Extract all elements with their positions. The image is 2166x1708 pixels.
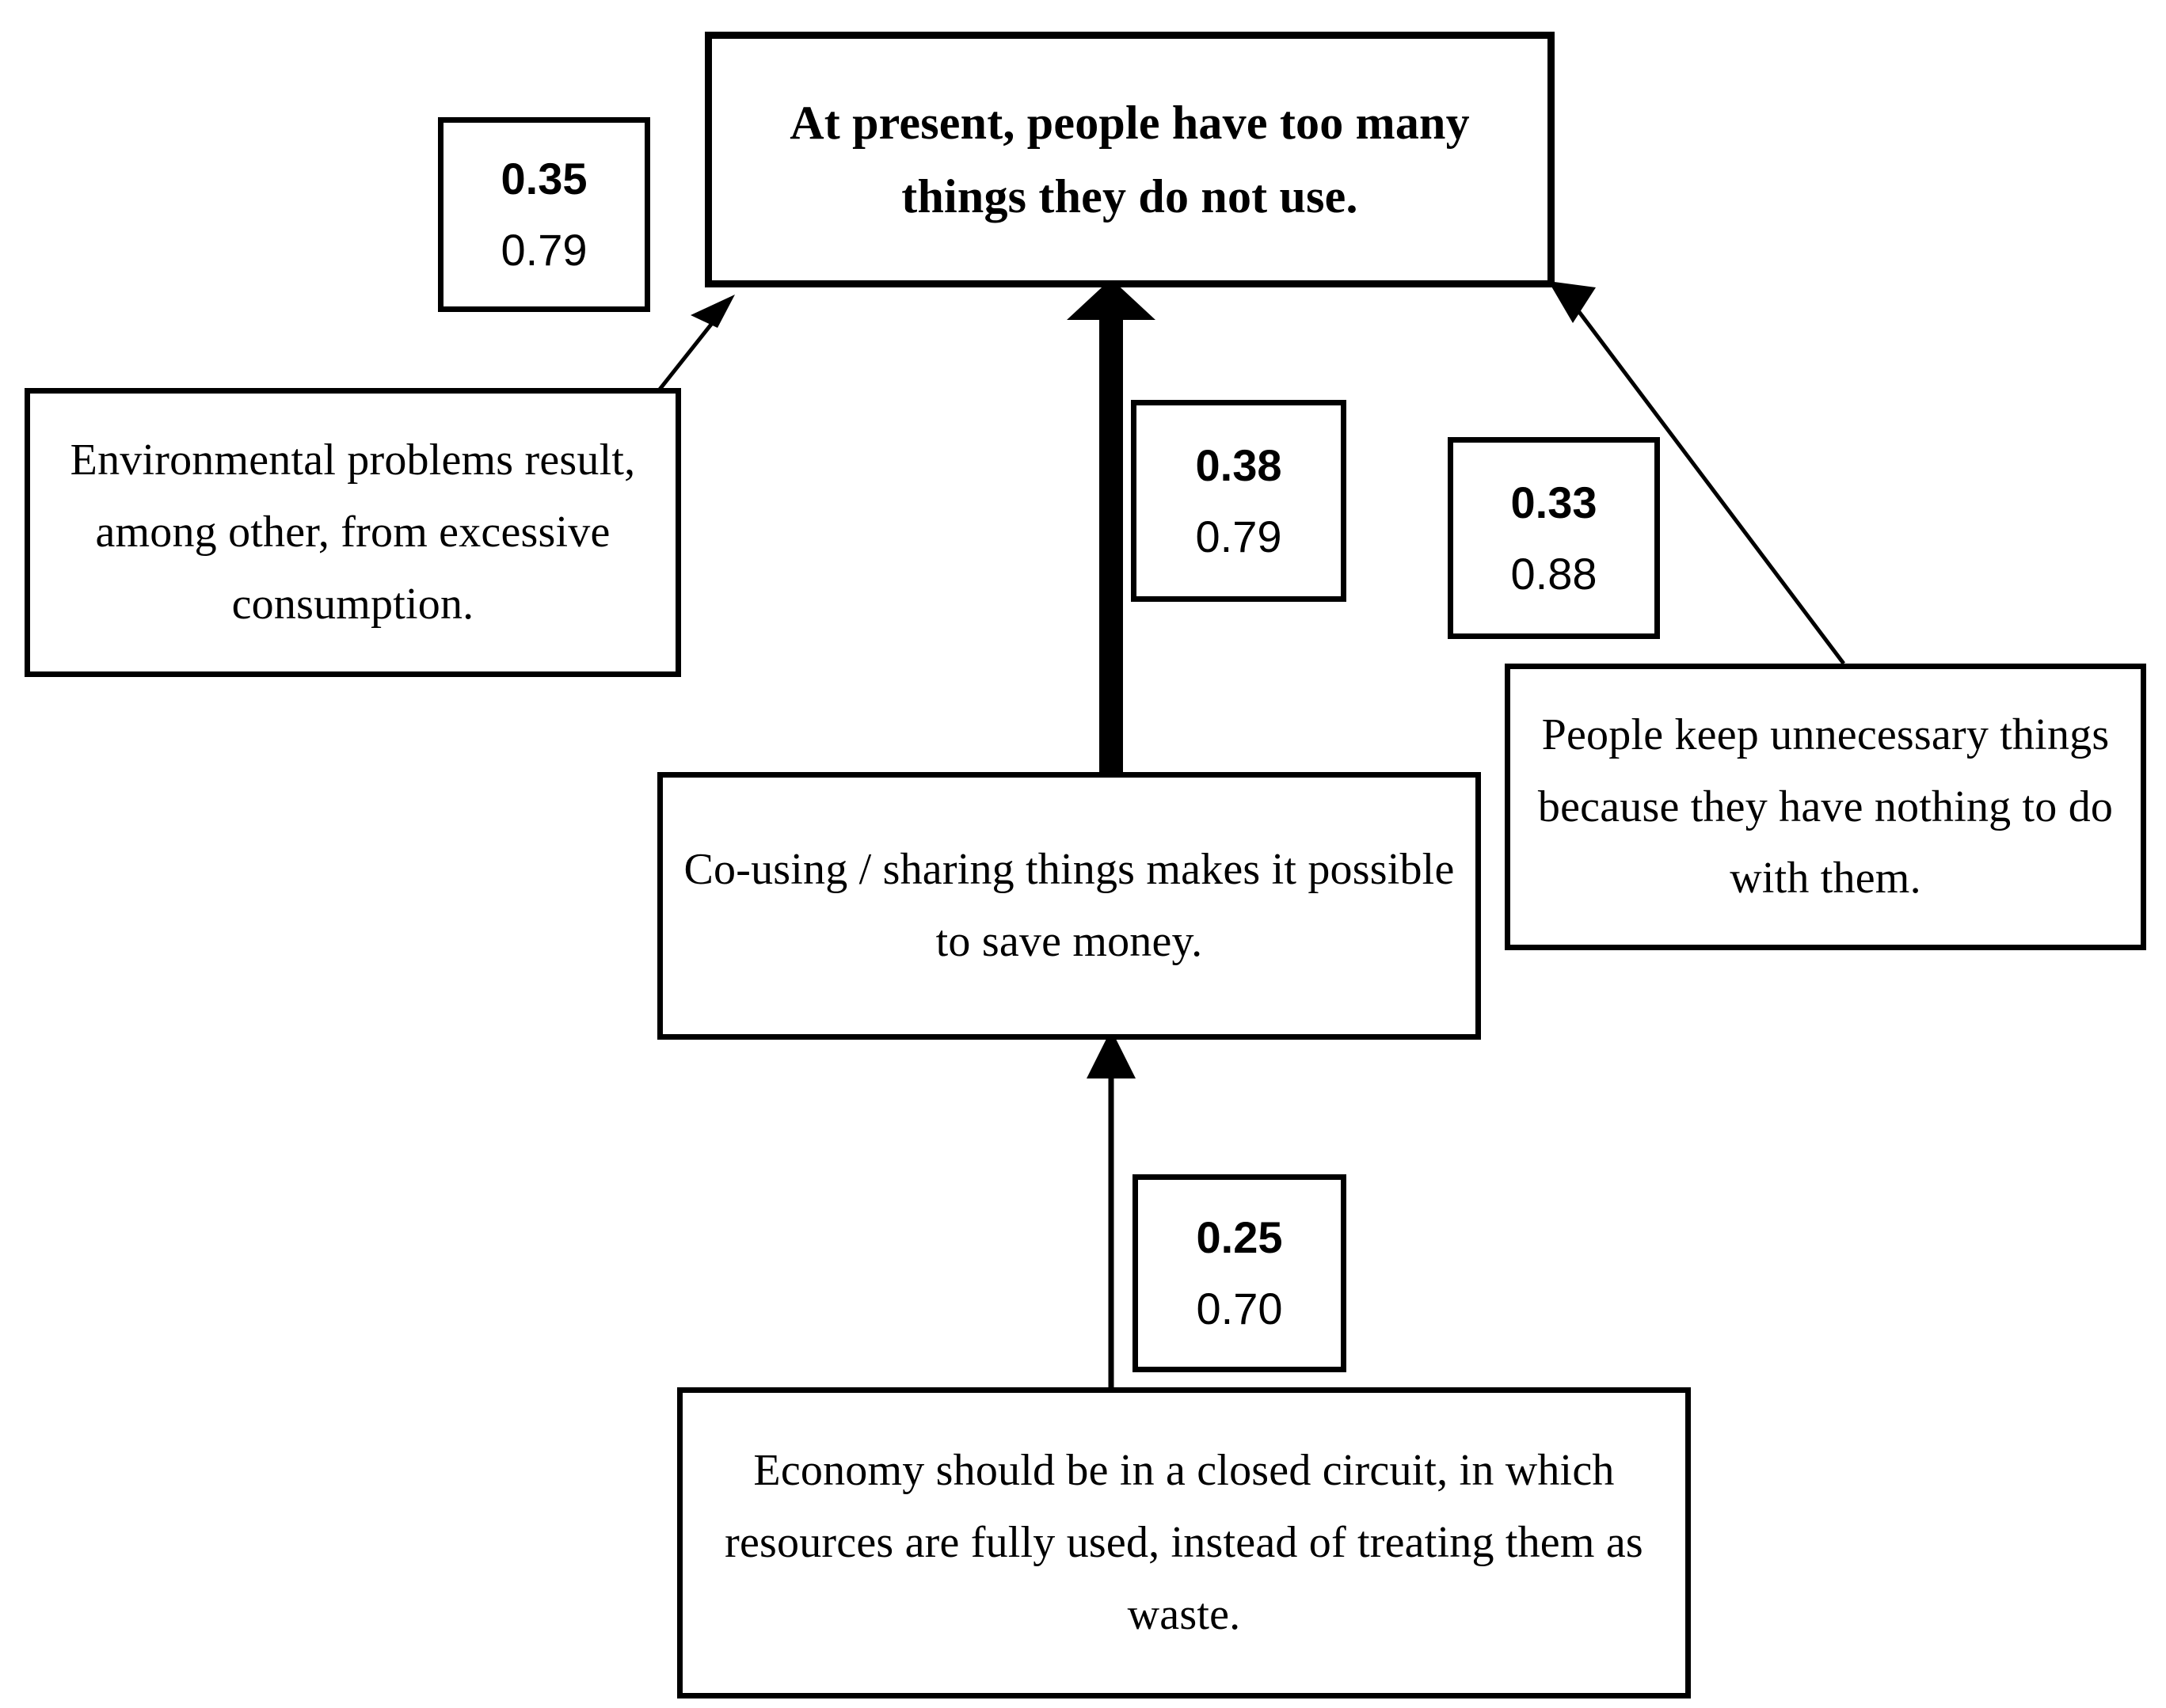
node-closed-circuit-economy-label: Economy should be in a closed circuit, i… [725,1446,1643,1639]
edge-economy-to-sharing [1087,1029,1136,1387]
node-at-present-label: At present, people have too many things … [790,96,1470,223]
node-environmental-problems[interactable]: Environmental problems result, among oth… [25,388,681,677]
edge-sharing-to-present [1067,279,1155,772]
node-at-present[interactable]: At present, people have too many things … [705,32,1555,287]
loading-value: 0.88 [1510,548,1597,599]
node-co-using-sharing-label: Co-using / sharing things makes it possi… [683,845,1455,966]
path-coefficient-value: 0.25 [1196,1212,1283,1262]
coefficient-box-env-to-present[interactable]: 0.35 0.79 [438,117,650,312]
coefficient-box-sharing-to-present[interactable]: 0.38 0.79 [1131,400,1346,602]
edge-env-to-present [648,295,735,404]
node-co-using-sharing[interactable]: Co-using / sharing things makes it possi… [657,772,1481,1040]
path-coefficient-value: 0.35 [501,154,588,204]
loading-value: 0.79 [1195,511,1282,561]
path-coefficient-value: 0.38 [1195,439,1282,490]
path-coefficient-value: 0.33 [1510,477,1597,527]
coefficient-box-economy-to-sharing[interactable]: 0.25 0.70 [1132,1174,1346,1372]
coefficient-box-keep-to-present[interactable]: 0.33 0.88 [1448,437,1660,639]
loading-value: 0.70 [1196,1284,1283,1333]
node-environmental-problems-label: Environmental problems result, among oth… [70,436,636,629]
node-people-keep-unnecessary[interactable]: People keep unnecessary things because t… [1505,664,2146,950]
node-closed-circuit-economy[interactable]: Economy should be in a closed circuit, i… [677,1387,1691,1698]
edge-keep-to-present [1548,281,1845,665]
loading-value: 0.79 [501,225,588,275]
node-people-keep-unnecessary-label: People keep unnecessary things because t… [1537,709,2114,903]
